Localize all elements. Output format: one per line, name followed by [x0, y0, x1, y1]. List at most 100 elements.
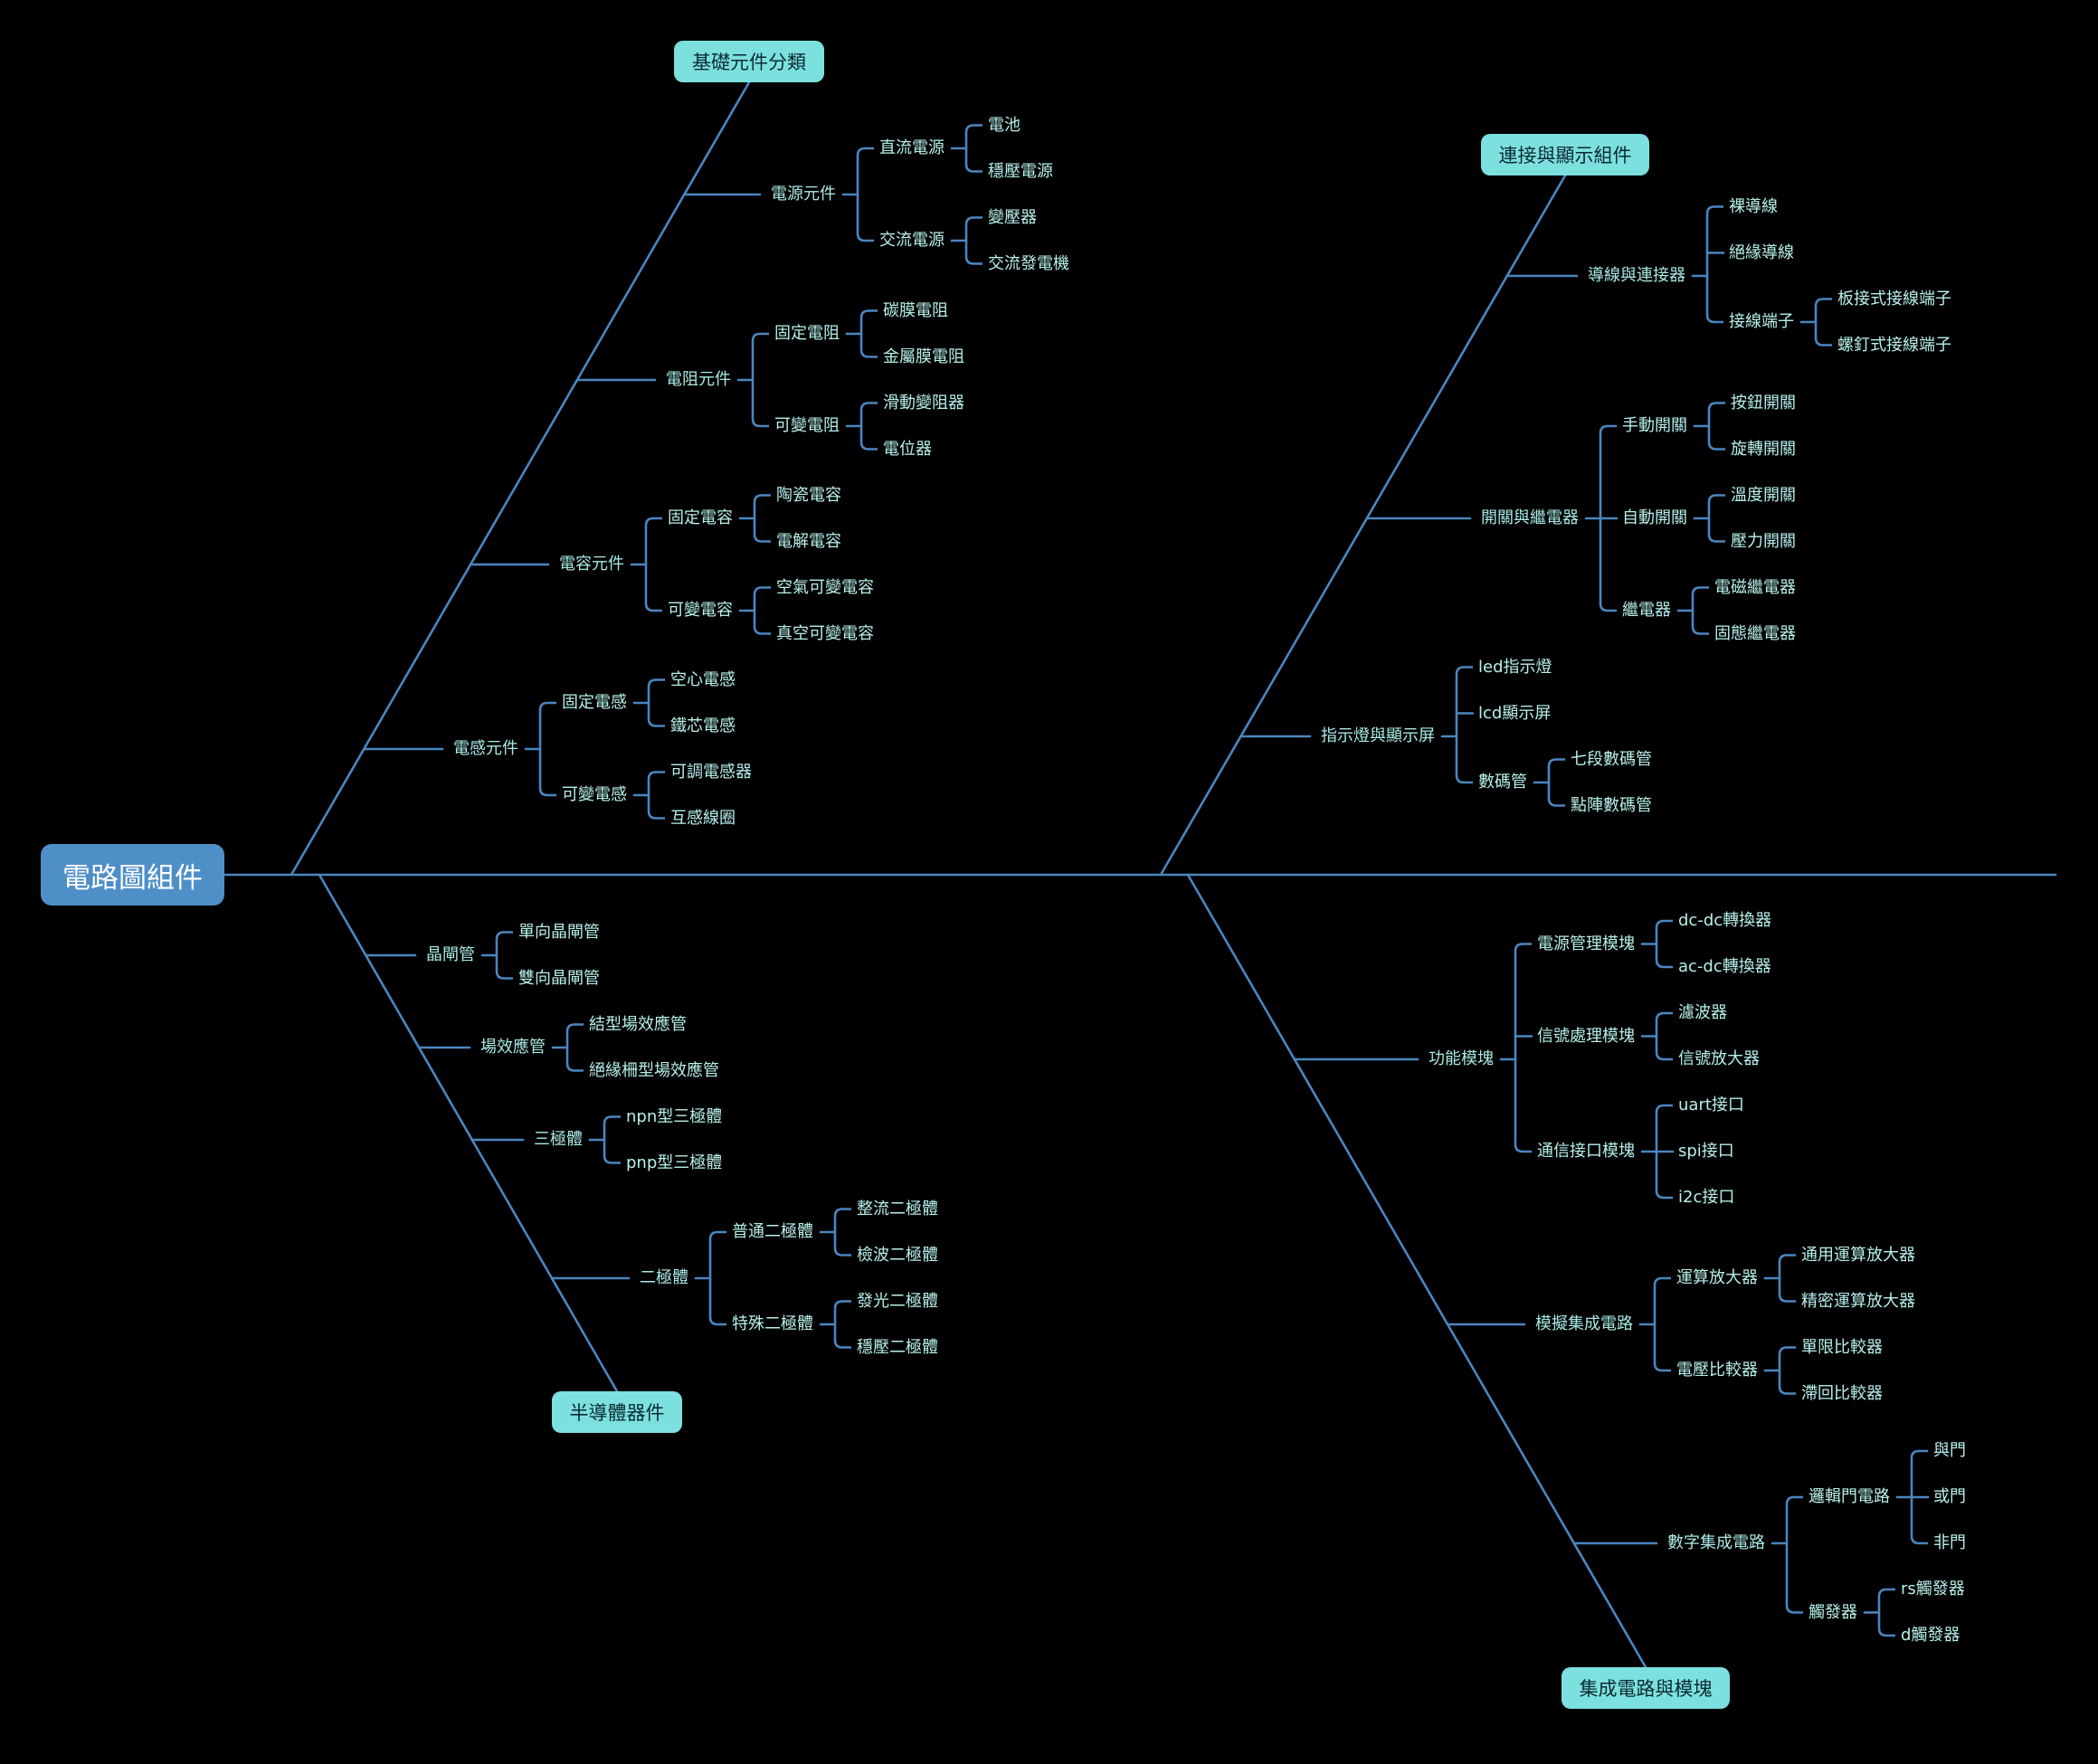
- topic-node[interactable]: 陶瓷電容: [776, 485, 841, 505]
- topic-node[interactable]: 與門: [1933, 1441, 1966, 1460]
- topic-node[interactable]: ac-dc轉換器: [1678, 957, 1771, 976]
- branch-node-basic[interactable]: 基礎元件分類: [674, 41, 824, 82]
- topic-node[interactable]: d觸發器: [1901, 1626, 1960, 1645]
- topic-node[interactable]: 穩壓電源: [988, 161, 1053, 181]
- topic-node[interactable]: 三極體: [534, 1130, 583, 1149]
- topic-node[interactable]: dc-dc轉換器: [1678, 911, 1772, 930]
- topic-node[interactable]: 可變電感: [562, 785, 627, 804]
- topic-node[interactable]: 交流電源: [879, 231, 945, 250]
- bracket-arm: [538, 701, 556, 711]
- topic-node[interactable]: 接線端子: [1729, 312, 1794, 331]
- topic-node[interactable]: 點陣數碼管: [1571, 795, 1652, 815]
- topic-node[interactable]: 電阻元件: [666, 370, 731, 389]
- topic-node[interactable]: 穩壓二極體: [857, 1337, 938, 1357]
- topic-node[interactable]: 金屬膜電阻: [883, 346, 964, 366]
- topic-node[interactable]: 數字集成電路: [1667, 1533, 1765, 1552]
- topic-node[interactable]: 非門: [1933, 1533, 1966, 1552]
- branch-node-semi[interactable]: 半導體器件: [552, 1391, 682, 1433]
- topic-node[interactable]: 信號處理模塊: [1537, 1026, 1635, 1046]
- topic-node[interactable]: 電位器: [883, 439, 932, 459]
- topic-node[interactable]: 繼電器: [1622, 601, 1671, 620]
- root-node[interactable]: 電路圖組件: [41, 844, 224, 906]
- topic-node[interactable]: 板接式接線端子: [1837, 289, 1951, 308]
- branch-node-connect[interactable]: 連接與顯示組件: [1481, 134, 1649, 175]
- topic-node[interactable]: i2c接口: [1678, 1188, 1735, 1207]
- topic-node[interactable]: 壓力開關: [1731, 531, 1796, 551]
- topic-node[interactable]: 滑動變阻器: [883, 393, 964, 413]
- topic-node[interactable]: 或門: [1933, 1487, 1966, 1506]
- topic-node[interactable]: 真空可變電容: [776, 623, 874, 643]
- topic-node[interactable]: 滯回比較器: [1801, 1383, 1883, 1403]
- topic-node[interactable]: 可調電感器: [670, 762, 752, 782]
- topic-node[interactable]: 鐵芯電感: [670, 716, 736, 735]
- topic-node[interactable]: 旋轉開關: [1731, 439, 1796, 459]
- topic-node[interactable]: 電感元件: [453, 739, 518, 758]
- topic-node[interactable]: 濾波器: [1678, 1003, 1727, 1022]
- topic-node[interactable]: 七段數碼管: [1571, 749, 1652, 769]
- topic-node[interactable]: 電源管理模塊: [1537, 934, 1635, 953]
- topic-node[interactable]: 電源元件: [771, 185, 836, 204]
- topic-node[interactable]: 按鈕開關: [1731, 393, 1796, 413]
- topic-node[interactable]: 場效應管: [480, 1038, 546, 1057]
- topic-node[interactable]: 空氣可變電容: [776, 577, 874, 597]
- topic-node[interactable]: 通用運算放大器: [1801, 1245, 1915, 1265]
- bracket-arm: [1653, 1276, 1671, 1286]
- topic-node[interactable]: 手動開關: [1622, 416, 1687, 435]
- topic-node[interactable]: 觸發器: [1808, 1602, 1857, 1622]
- topic-node[interactable]: 信號放大器: [1678, 1049, 1760, 1068]
- topic-node[interactable]: uart接口: [1678, 1095, 1744, 1114]
- topic-node[interactable]: 開關與繼電器: [1481, 508, 1579, 527]
- topic-node[interactable]: 整流二極體: [857, 1199, 938, 1219]
- topic-node[interactable]: 固定電阻: [774, 324, 840, 343]
- topic-node[interactable]: 精密運算放大器: [1801, 1291, 1915, 1311]
- topic-node[interactable]: 功能模塊: [1429, 1049, 1494, 1068]
- topic-node[interactable]: 特殊二極體: [732, 1314, 813, 1333]
- topic-node[interactable]: 絕緣導線: [1729, 242, 1794, 262]
- topic-node[interactable]: 溫度開關: [1731, 485, 1796, 505]
- topic-node[interactable]: 雙向晶閘管: [518, 968, 600, 988]
- topic-node[interactable]: 單限比較器: [1801, 1337, 1883, 1357]
- topic-node[interactable]: 電壓比較器: [1676, 1361, 1758, 1380]
- topic-node[interactable]: 變壓器: [988, 207, 1037, 227]
- topic-node[interactable]: 數碼管: [1478, 773, 1527, 792]
- topic-node[interactable]: 絕緣柵型場效應管: [589, 1060, 719, 1080]
- topic-node[interactable]: 電解電容: [776, 531, 841, 551]
- branch-node-ic[interactable]: 集成電路與模塊: [1562, 1667, 1730, 1709]
- topic-node[interactable]: 二極體: [640, 1268, 688, 1287]
- topic-node[interactable]: 模擬集成電路: [1535, 1314, 1633, 1333]
- topic-node[interactable]: 固態繼電器: [1714, 623, 1796, 643]
- topic-node[interactable]: 檢波二極體: [857, 1245, 938, 1265]
- topic-node[interactable]: 可變電容: [668, 601, 733, 620]
- topic-node[interactable]: lcd顯示屏: [1478, 703, 1552, 723]
- topic-node[interactable]: 通信接口模塊: [1537, 1142, 1635, 1161]
- topic-node[interactable]: 互感線圈: [670, 808, 736, 828]
- topic-node[interactable]: 邏輯門電路: [1808, 1487, 1890, 1506]
- topic-node[interactable]: 導線與連接器: [1588, 266, 1685, 285]
- topic-node[interactable]: 指示燈與顯示屏: [1321, 726, 1435, 745]
- main-bone: [1186, 873, 1647, 1669]
- topic-node[interactable]: 發光二極體: [857, 1291, 938, 1311]
- topic-node[interactable]: 可變電阻: [774, 416, 840, 435]
- topic-node[interactable]: 普通二極體: [732, 1222, 813, 1241]
- topic-node[interactable]: 空心電感: [670, 669, 736, 689]
- topic-node[interactable]: 直流電源: [879, 138, 945, 157]
- topic-node[interactable]: 電池: [988, 115, 1021, 135]
- topic-node[interactable]: rs觸發器: [1901, 1579, 1965, 1598]
- topic-node[interactable]: 自動開關: [1622, 508, 1687, 527]
- topic-node[interactable]: npn型三極體: [626, 1106, 723, 1126]
- topic-node[interactable]: 單向晶閘管: [518, 922, 600, 942]
- topic-node[interactable]: 固定電容: [668, 508, 733, 527]
- topic-node[interactable]: 運算放大器: [1676, 1268, 1758, 1287]
- topic-node[interactable]: 電磁繼電器: [1714, 577, 1796, 597]
- topic-node[interactable]: spi接口: [1678, 1142, 1734, 1161]
- topic-node[interactable]: 晶閘管: [426, 945, 475, 964]
- topic-node[interactable]: 交流發電機: [988, 253, 1069, 273]
- topic-node[interactable]: 裸導線: [1729, 196, 1778, 216]
- topic-node[interactable]: led指示燈: [1478, 657, 1552, 677]
- topic-node[interactable]: 結型場效應管: [589, 1014, 687, 1034]
- topic-node[interactable]: 電容元件: [559, 555, 624, 574]
- topic-node[interactable]: 固定電感: [562, 693, 627, 712]
- topic-node[interactable]: 螺釘式接線端子: [1837, 335, 1951, 355]
- topic-node[interactable]: 碳膜電阻: [883, 300, 948, 320]
- topic-node[interactable]: pnp型三極體: [626, 1152, 723, 1172]
